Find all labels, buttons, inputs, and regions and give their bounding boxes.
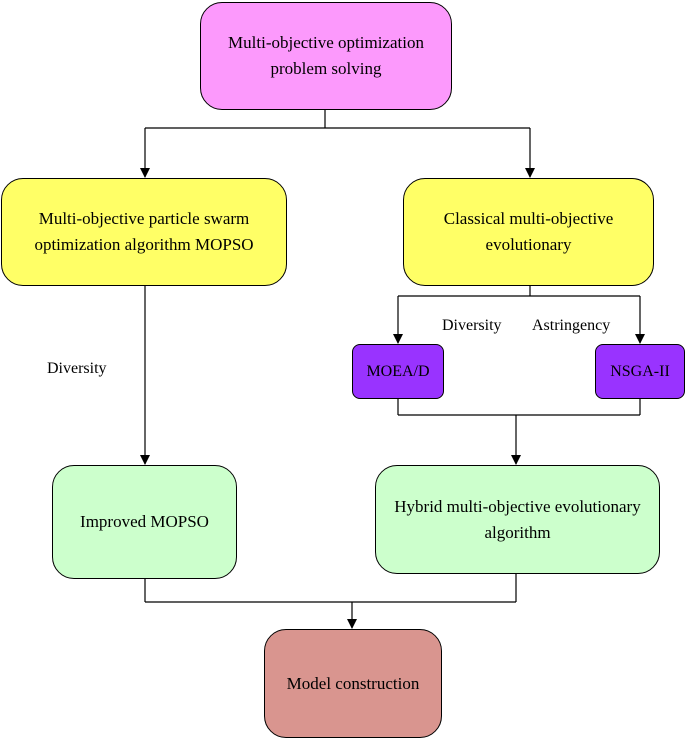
edge-label-diversity-left: Diversity (47, 360, 107, 377)
node-improved-mopso: Improved MOPSO (52, 465, 237, 579)
node-hybrid-algorithm: Hybrid multi-objective evolutionary algo… (375, 465, 660, 574)
node-model-construction: Model construction (264, 629, 442, 738)
node-moead: MOEA/D (352, 344, 444, 399)
edge-label-astringency: Astringency (532, 317, 611, 334)
edge-label-diversity-right: Diversity (442, 317, 502, 334)
node-nsga-ii: NSGA-II (595, 344, 685, 399)
node-classical-evolutionary: Classical multi-objective evolutionary (403, 178, 654, 286)
node-mo-problem-solving: Multi-objective optimization problem sol… (200, 2, 452, 110)
node-mopso: Multi-objective particle swarm optimizat… (1, 178, 287, 286)
